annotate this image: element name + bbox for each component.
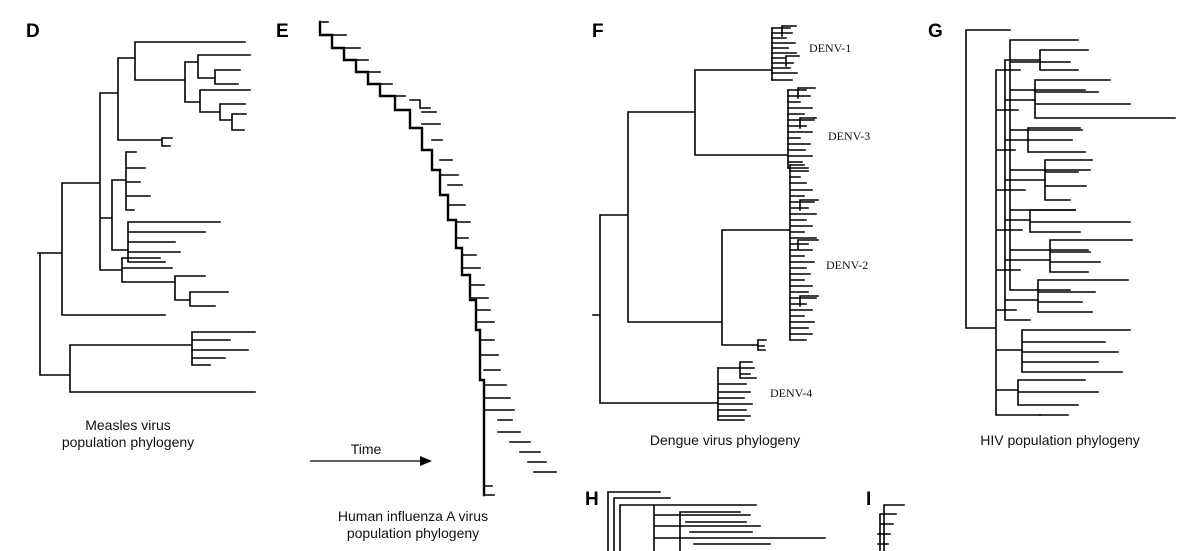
dengue-leaves-denv1 [771, 25, 800, 81]
dengue-leaves-denv4 [717, 339, 767, 421]
clade-label-denv2: DENV-2 [826, 258, 868, 272]
clade-label-denv4: DENV-4 [770, 386, 812, 400]
panel-f-letter: F [592, 21, 604, 42]
panel-d-letter: D [26, 21, 40, 42]
panel-f: F DENV-1 DENV-3 DENV-2 DENV-4 Dengue vir… [592, 21, 870, 448]
panel-i-tree-partial [877, 504, 905, 551]
clade-label-denv3: DENV-3 [828, 129, 870, 143]
panel-h-tree-partial [607, 491, 826, 551]
dengue-leaves-denv2 [789, 164, 819, 341]
influenza-caption-line1: Human influenza A virus [338, 508, 488, 524]
panel-i: I [866, 489, 905, 551]
time-arrowhead-icon [420, 456, 432, 466]
influenza-caption-line2: population phylogeny [347, 525, 479, 541]
measles-caption-line1: Measles virus [85, 417, 171, 433]
panel-h: H [585, 489, 826, 551]
hiv-caption: HIV population phylogeny [980, 432, 1140, 448]
dengue-leaves-denv3 [787, 87, 817, 169]
influenza-trunk [318, 20, 486, 497]
dengue-tree [592, 27, 791, 421]
panel-g: G HIV population phylogeny [928, 21, 1176, 448]
panel-g-letter: G [928, 21, 943, 42]
panel-i-letter: I [866, 489, 871, 510]
time-arrow-label: Time [351, 441, 382, 457]
panel-e-letter: E [276, 21, 289, 42]
panel-d: D Measles virus population phylogeny [26, 21, 256, 450]
measles-tree [37, 41, 256, 393]
influenza-side-branches [319, 21, 557, 496]
dengue-caption: Dengue virus phylogeny [650, 432, 800, 448]
hiv-tree-leaves [1017, 49, 1176, 416]
measles-caption-line2: population phylogeny [62, 434, 194, 450]
panel-e: E Time Human influenza A virus populatio… [276, 20, 557, 541]
panel-h-letter: H [585, 489, 599, 510]
clade-label-denv1: DENV-1 [809, 41, 851, 55]
